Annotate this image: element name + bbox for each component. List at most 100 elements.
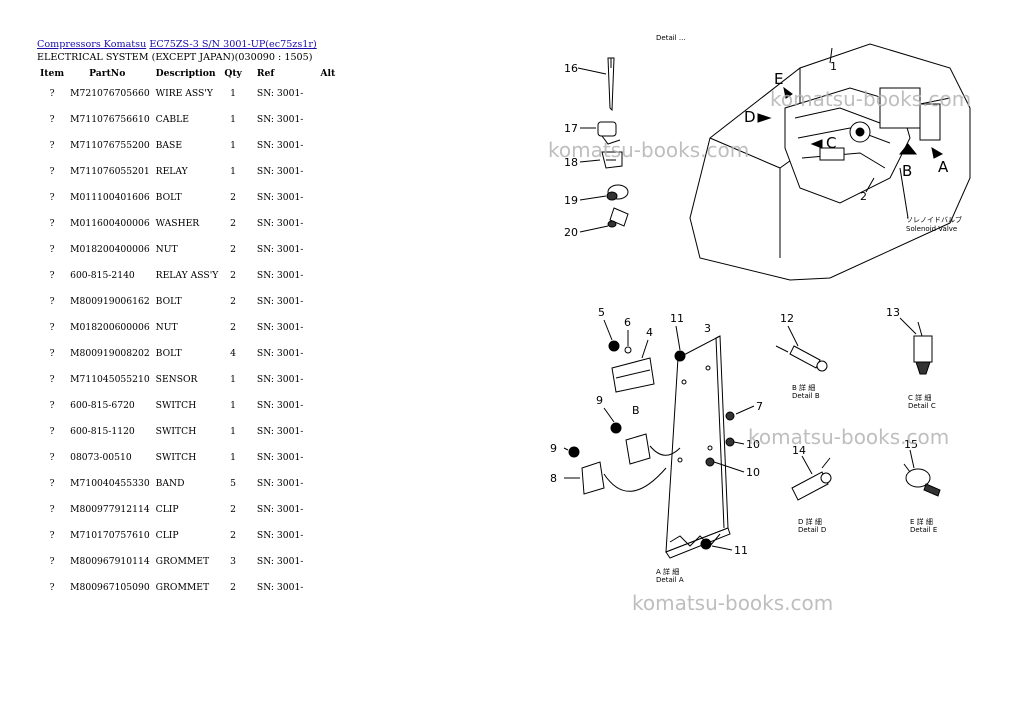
cell-qty: 2	[230, 321, 237, 333]
cell-item: ?	[49, 269, 55, 281]
cell-partno: 600-815-2140	[70, 269, 135, 281]
watermark-3: komatsu-books.com	[748, 425, 950, 449]
breadcrumb: Compressors Komatsu EC75ZS-3 S/N 3001-UP…	[37, 39, 317, 50]
svg-text:C 詳 細: C 詳 細	[908, 393, 931, 402]
cell-partno: M710040455330	[70, 477, 150, 489]
svg-text:A 詳 細: A 詳 細	[656, 567, 679, 576]
cell-partno: M711076055201	[70, 165, 150, 177]
part-16-cable-tie: 16	[564, 57, 615, 112]
cell-description: CABLE	[155, 113, 189, 125]
cell-qty: 1	[230, 451, 237, 463]
cell-qty: 4	[230, 347, 237, 359]
parts-table: Item PartNo Description Qty Ref Alt ?M72…	[37, 66, 338, 600]
cell-item: ?	[49, 399, 55, 411]
detail-b-label: Detail B	[792, 392, 820, 400]
col-partno: PartNo	[89, 67, 126, 79]
cell-partno: M710170757610	[70, 529, 150, 541]
cell-partno: M711045055210	[70, 373, 150, 385]
cell-description: SENSOR	[155, 373, 198, 385]
callout-11-top: 11	[670, 312, 684, 325]
cell-description: CLIP	[155, 529, 179, 541]
svg-text:ソレノイドバルブ: ソレノイドバルブ	[906, 215, 962, 224]
cell-description: BOLT	[155, 295, 182, 307]
cell-qty: 2	[230, 269, 237, 281]
breadcrumb-link-model[interactable]: EC75ZS-3 S/N 3001-UP(ec75zs1r)	[149, 39, 317, 50]
parts-diagram: Detail ... 16 17 18 19 20	[530, 28, 1020, 628]
detail-c-label: Detail C	[908, 402, 936, 410]
part-19-grommet: 19	[564, 184, 629, 207]
cell-partno: M711076755200	[70, 139, 150, 151]
callout-11-bottom: 11	[734, 544, 748, 557]
watermark-2: komatsu-books.com	[548, 138, 750, 162]
cell-ref: SN: 3001-	[256, 425, 304, 437]
callout-9-lower: 9	[550, 442, 557, 455]
cell-qty: 2	[230, 503, 237, 515]
cell-item: ?	[49, 451, 55, 463]
cell-item: ?	[49, 139, 55, 151]
callout-17: 17	[564, 122, 578, 135]
cell-qty: 1	[230, 165, 237, 177]
cell-alt	[306, 314, 338, 340]
cell-ref: SN: 3001-	[256, 555, 304, 567]
cell-alt	[306, 392, 338, 418]
cell-partno: M800967105090	[70, 581, 150, 593]
cell-description: BASE	[155, 139, 183, 151]
cell-ref: SN: 3001-	[256, 347, 304, 359]
cell-description: GROMMET	[155, 555, 210, 567]
cell-description: NUT	[155, 243, 178, 255]
callout-15: 15	[904, 438, 918, 451]
cell-item: ?	[49, 347, 55, 359]
cell-partno: M800967910114	[70, 555, 150, 567]
parts-table-header: Item PartNo Description Qty Ref Alt	[37, 66, 338, 80]
cell-ref: SN: 3001-	[256, 87, 304, 99]
cell-item: ?	[49, 243, 55, 255]
cell-partno: M011600400006	[70, 217, 150, 229]
cell-alt	[306, 132, 338, 158]
cell-description: BOLT	[155, 191, 182, 203]
cell-ref: SN: 3001-	[256, 269, 304, 281]
cell-alt	[306, 548, 338, 574]
callout-9-upper: 9	[596, 394, 603, 407]
cell-description: NUT	[155, 321, 178, 333]
cell-alt	[306, 184, 338, 210]
cell-ref: SN: 3001-	[256, 373, 304, 385]
cell-description: SWITCH	[155, 451, 197, 463]
breadcrumb-link-compressors[interactable]: Compressors Komatsu	[37, 39, 147, 50]
part-20-grommet: 20	[564, 207, 629, 239]
cell-alt	[306, 106, 338, 132]
cell-description: CLIP	[155, 503, 179, 515]
cell-description: SWITCH	[155, 425, 197, 437]
part-18-clip: 18	[564, 151, 623, 169]
cell-item: ?	[49, 529, 55, 541]
table-row: ? M710170757610 CLIP 2 SN: 3001-	[37, 522, 338, 548]
compressor-housing-view: 1 2 ソレノイドバルブ Solenoid Valve	[689, 43, 971, 281]
cell-item: ?	[49, 113, 55, 125]
cell-ref: SN: 3001-	[256, 477, 304, 489]
cell-ref: SN: 3001-	[256, 451, 304, 463]
cell-description: BAND	[155, 477, 185, 489]
callout-13: 13	[886, 306, 900, 319]
view-letter-a: A	[938, 158, 949, 176]
col-qty: Qty	[224, 67, 242, 79]
col-alt: Alt	[320, 67, 336, 79]
cell-ref: SN: 3001-	[256, 529, 304, 541]
cell-qty: 2	[230, 295, 237, 307]
cell-item: ?	[49, 165, 55, 177]
cell-qty: 2	[230, 529, 237, 541]
cell-partno: 600-815-6720	[70, 399, 135, 411]
detail-d-label: Detail D	[798, 526, 826, 534]
cell-item: ?	[49, 581, 55, 593]
cell-ref: SN: 3001-	[256, 165, 304, 177]
callout-7: 7	[756, 400, 763, 413]
cell-item: ?	[49, 373, 55, 385]
cell-partno: M011100401606	[70, 191, 150, 203]
